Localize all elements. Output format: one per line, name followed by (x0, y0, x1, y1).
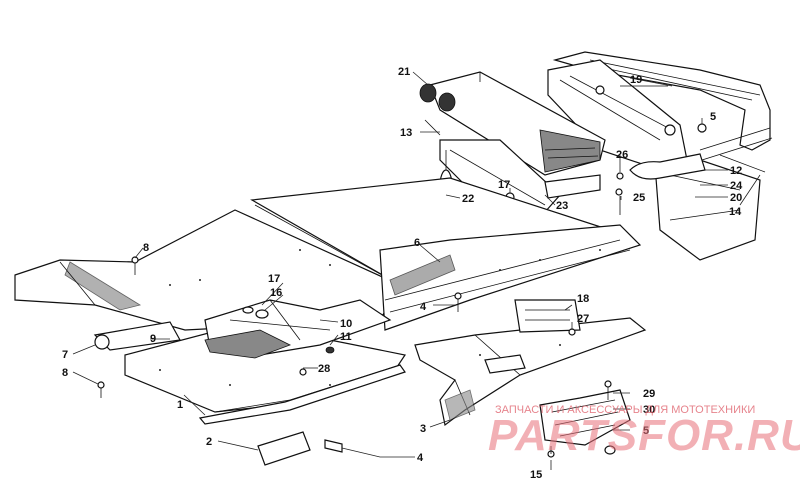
mount-plate (539, 380, 631, 455)
callout-4-bottom: 4 (417, 452, 424, 464)
callout-24: 24 (730, 180, 743, 192)
leader-lines (72, 71, 761, 470)
callout-8-bottom: 8 (62, 367, 68, 379)
rear-bumper (547, 51, 773, 261)
callout-15: 15 (530, 469, 542, 481)
callout-9: 9 (150, 333, 156, 345)
callout-27: 27 (577, 313, 589, 325)
callout-labels: 21 13 19 5 26 12 24 20 14 25 17 22 23 8 … (62, 66, 743, 481)
callout-19: 19 (630, 74, 642, 86)
center-bracket (204, 299, 392, 376)
support-bracket (414, 299, 647, 427)
callout-18: 18 (577, 293, 589, 305)
callout-21: 21 (398, 66, 410, 78)
callout-17-top: 17 (498, 179, 510, 191)
callout-14: 14 (729, 206, 742, 218)
callout-6: 6 (414, 237, 420, 249)
callout-16: 16 (270, 287, 282, 299)
callout-4-mid: 4 (420, 301, 427, 313)
callout-20: 20 (730, 192, 742, 204)
callout-23: 23 (556, 200, 568, 212)
callout-13: 13 (400, 127, 412, 139)
rivet-dots (159, 249, 601, 386)
callout-7: 7 (62, 349, 68, 361)
callout-29: 29 (643, 388, 655, 400)
callout-10: 10 (340, 318, 352, 330)
callout-28: 28 (318, 363, 330, 375)
callout-25: 25 (633, 192, 645, 204)
callout-22: 22 (462, 193, 474, 205)
callout-26: 26 (616, 149, 628, 161)
callout-11: 11 (340, 331, 352, 343)
flap-panel (93, 321, 406, 425)
small-parts (97, 256, 555, 466)
callout-1: 1 (177, 399, 183, 411)
callout-8-top: 8 (143, 242, 149, 254)
callout-5-top: 5 (710, 111, 716, 123)
callout-2: 2 (206, 436, 212, 448)
watermark: ЗАПЧАСТИ И АКСЕССУАРЫ ДЛЯ МОТОТЕХНИКИ PA… (488, 404, 800, 460)
callout-5-bottom: 5 (643, 425, 649, 437)
tunnel-panel-left (14, 177, 642, 331)
watermark-brand: PARTSFOR.RU (488, 411, 800, 460)
callout-3: 3 (420, 423, 426, 435)
callout-12: 12 (730, 165, 742, 177)
callout-30: 30 (643, 404, 655, 416)
watermark-subtitle: ЗАПЧАСТИ И АКСЕССУАРЫ ДЛЯ МОТОТЕХНИКИ (495, 404, 755, 416)
hitch-assembly (419, 71, 707, 215)
callout-17-mid: 17 (268, 273, 280, 285)
